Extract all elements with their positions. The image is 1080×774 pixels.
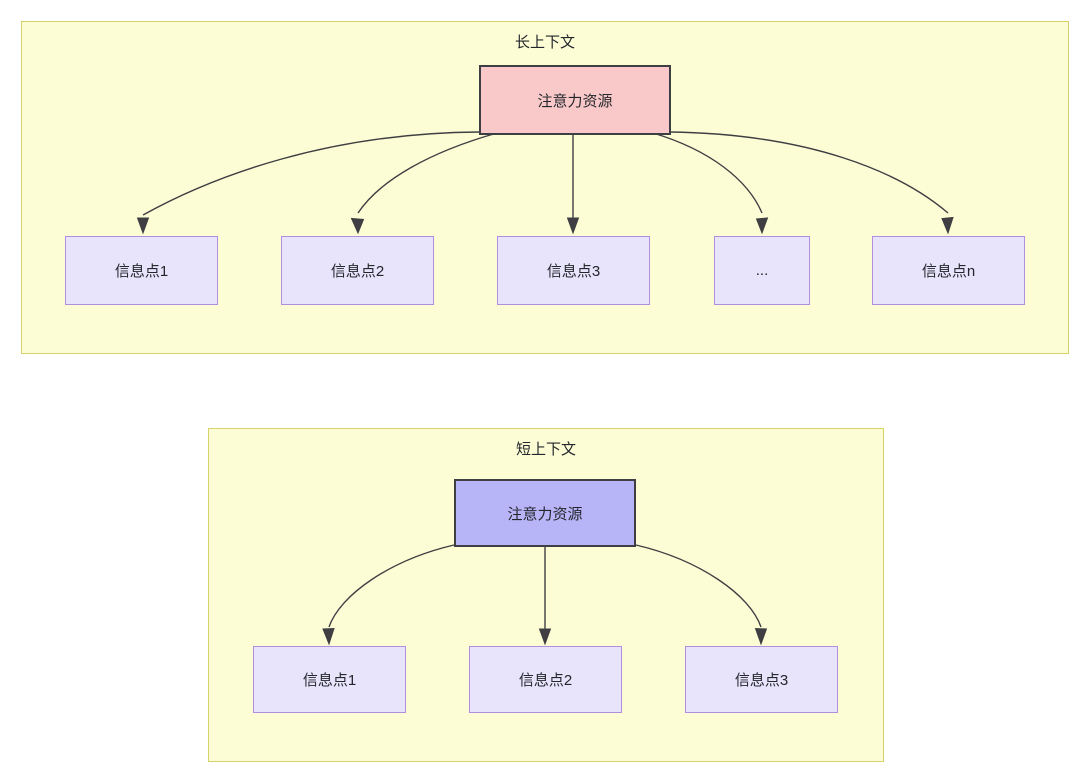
node-info-point-3-short-label: 信息点3 [734,672,789,689]
node-attention-resource-long[interactable]: 注意力资源 [479,65,671,135]
node-info-point-3-long[interactable]: 信息点3 [497,236,650,305]
group-short-context-title: 短上下文 [515,441,576,458]
group-long-context-title: 长上下文 [514,34,575,51]
node-info-point-n-long-label: 信息点n [921,263,976,280]
node-info-point-2-short-label: 信息点2 [518,672,573,689]
node-info-point-2-short[interactable]: 信息点2 [469,646,622,713]
node-info-point-1-long[interactable]: 信息点1 [65,236,218,305]
node-attention-resource-short[interactable]: 注意力资源 [454,479,636,547]
node-info-point-3-long-label: 信息点3 [546,263,601,280]
node-info-point-3-short[interactable]: 信息点3 [685,646,838,713]
node-info-point-1-long-label: 信息点1 [114,263,169,280]
node-info-point-1-short-label: 信息点1 [302,672,357,689]
node-info-point-2-long-label: 信息点2 [330,263,385,280]
node-info-point-1-short[interactable]: 信息点1 [253,646,406,713]
node-info-point-ellipsis-long[interactable]: ... [714,236,810,305]
node-attention-resource-long-label: 注意力资源 [537,92,613,110]
node-attention-resource-short-label: 注意力资源 [507,505,583,523]
node-info-point-2-long[interactable]: 信息点2 [281,236,434,305]
node-info-point-ellipsis-long-label: ... [755,262,769,279]
node-info-point-n-long[interactable]: 信息点n [872,236,1025,305]
